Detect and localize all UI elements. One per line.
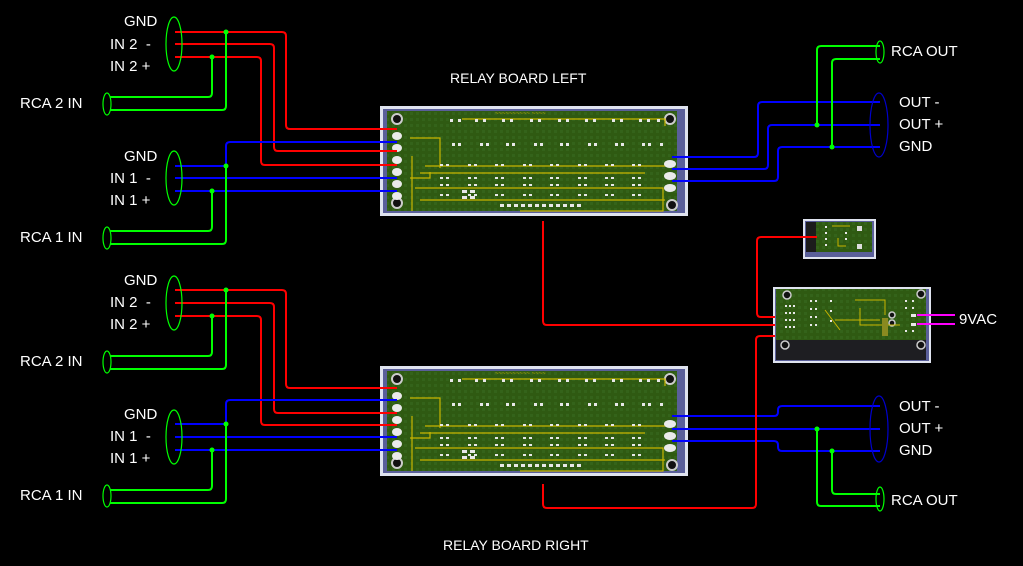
- wires-green-output-bottom: [816, 429, 880, 507]
- wires-magenta-9vac: [917, 314, 955, 325]
- jack-label-in1-plus: IN 1 +: [110, 192, 151, 209]
- out-top-jack: [869, 92, 889, 158]
- wires-blue-output-bottom: [672, 405, 880, 452]
- input-jacks: [102, 16, 183, 508]
- relay-board-left-title: RELAY BOARD LEFT: [450, 70, 587, 86]
- jack-label-in2-minus: IN 2 -: [110, 294, 151, 311]
- rca-label-rca1-in: RCA 1 IN: [20, 487, 83, 504]
- jack-label-gnd: GND: [124, 13, 158, 30]
- rca-out-top-label: RCA OUT: [891, 43, 958, 60]
- wires-red-group-c: [175, 289, 397, 426]
- out-top-plus-label: OUT +: [899, 116, 944, 133]
- wires-green-inputs: [110, 32, 227, 504]
- wires-red-power: [542, 221, 817, 509]
- controller-pcb: [773, 287, 931, 363]
- jack-label-in2-minus: IN 2 -: [110, 36, 151, 53]
- wires-blue-group-b: [175, 141, 397, 192]
- jack-label-in2-plus: IN 2 +: [110, 316, 151, 333]
- out-bottom-minus-label: OUT -: [899, 398, 940, 415]
- wire-junctions-output-bottom: [814, 426, 835, 454]
- jack-label-in1-minus: IN 1 -: [110, 170, 151, 187]
- jack-label-gnd: GND: [124, 406, 158, 423]
- rca-label-rca1-in: RCA 1 IN: [20, 229, 83, 246]
- wire-junctions-output-top: [814, 122, 835, 150]
- jack-label-gnd: GND: [124, 272, 158, 289]
- small-pcb-module: [803, 219, 876, 259]
- out-top-gnd-label: GND: [899, 138, 933, 155]
- wires-green-output-top: [816, 45, 880, 147]
- wire-junctions-inputs: [209, 29, 229, 453]
- relay-board-left: [379, 105, 689, 217]
- jack-label-in1-minus: IN 1 -: [110, 428, 151, 445]
- out-bottom-jack: [869, 395, 889, 463]
- wires-red-group-a: [175, 31, 397, 166]
- out-top-minus-label: OUT -: [899, 94, 940, 111]
- rca-out-bottom-label: RCA OUT: [891, 492, 958, 509]
- rca-label-rca2-in: RCA 2 IN: [20, 353, 83, 370]
- relay-board-right-title: RELAY BOARD RIGHT: [443, 537, 589, 553]
- jack-label-in2-plus: IN 2 +: [110, 58, 151, 75]
- relay-board-right: [379, 365, 689, 477]
- rca-label-rca2-in: RCA 2 IN: [20, 95, 83, 112]
- rca-out-top-jack: [875, 40, 885, 64]
- power-9vac-label: 9VAC: [959, 311, 998, 328]
- jack-label-in1-plus: IN 1 +: [110, 450, 151, 467]
- wires-blue-output-top: [672, 101, 880, 182]
- out-bottom-gnd-label: GND: [899, 442, 933, 459]
- rca-out-bottom-jack: [875, 486, 885, 512]
- out-bottom-plus-label: OUT +: [899, 420, 944, 437]
- jack-label-gnd: GND: [124, 148, 158, 165]
